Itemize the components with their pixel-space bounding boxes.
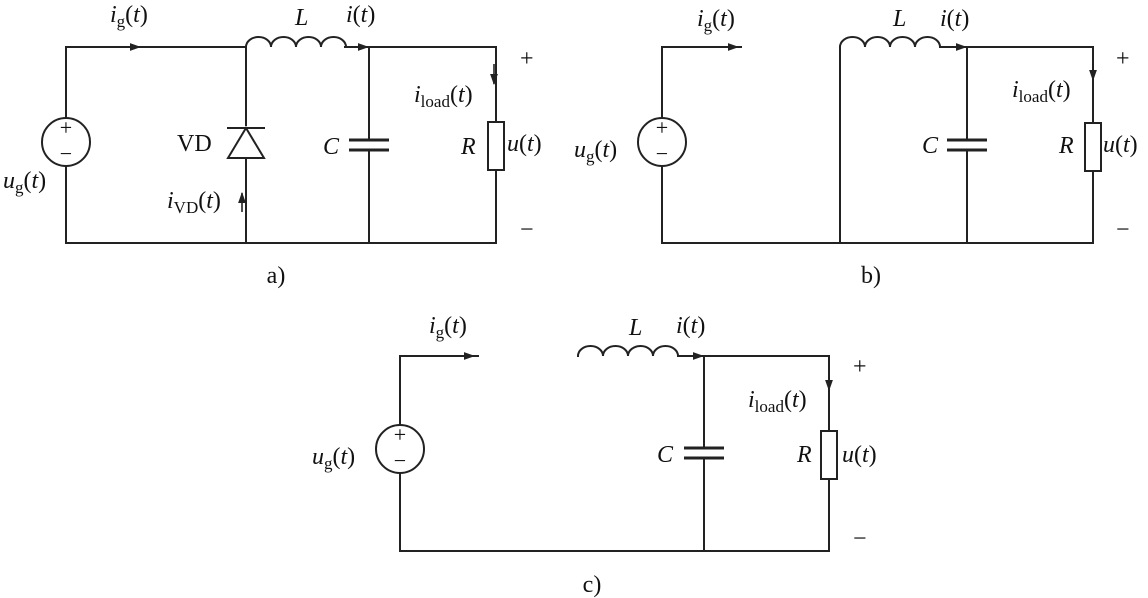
label-vd-a: VD [177,131,212,157]
source-minus-c: − [394,448,406,473]
circuit-b-wires [661,46,1094,244]
inductor-a [244,36,348,49]
label-iload-c: iload(t) [748,387,807,416]
label-iload-a: iload(t) [414,82,473,111]
terminal-minus-c: − [853,526,867,552]
label-iload-b: iload(t) [1012,77,1071,106]
inductor-c [576,345,680,358]
circuit-a: + − ig(t) L i(t) ug(t) VD iVD(t) C ilo [3,2,542,289]
terminal-plus-a: + [520,46,534,72]
capacitor-a [349,138,389,152]
label-ig-c: ig(t) [429,313,467,342]
terminal-minus-b: − [1116,217,1130,243]
source-plus-a: + [60,115,72,140]
voltage-source-a: + − [41,115,91,167]
label-u-c: u(t) [842,442,877,468]
capacitor-c [684,446,724,460]
label-ug-a: ug(t) [3,168,46,197]
label-ig-a: ig(t) [110,2,148,31]
circuit-c: + − ig(t) L i(t) ug(t) C iload(t) R u(t)… [312,313,877,598]
label-i-c: i(t) [676,313,705,339]
label-ug-b: ug(t) [574,137,617,166]
circuit-c-wires [399,355,830,552]
resistor-a [487,121,505,171]
source-plus-c: + [394,422,406,447]
label-L-c: L [628,315,642,341]
terminal-plus-c: + [853,354,867,380]
resistor-b [1084,122,1102,172]
label-i-a: i(t) [346,2,375,28]
source-minus-a: − [60,141,72,166]
label-u-a: u(t) [507,131,542,157]
label-ug-c: ug(t) [312,444,355,473]
voltage-source-c: + − [375,422,425,474]
caption-a: a) [267,263,286,289]
resistor-c [820,430,838,480]
label-R-b: R [1058,133,1074,159]
label-R-a: R [460,134,476,160]
terminal-plus-b: + [1116,46,1130,72]
label-L-b: L [892,6,906,32]
terminal-minus-a: − [520,217,534,243]
label-u-b: u(t) [1103,132,1138,158]
circuit-a-wires [65,46,497,244]
label-R-c: R [796,442,812,468]
source-plus-b: + [656,115,668,140]
label-ivd-a: iVD(t) [167,188,221,217]
diode-vd-a [226,126,266,159]
circuit-b: + − ig(t) L i(t) ug(t) C iload(t) R u(t)… [574,6,1138,289]
label-C-a: C [323,134,340,160]
label-C-c: C [657,442,674,468]
capacitor-b [947,138,987,152]
label-L-a: L [294,5,308,31]
caption-b: b) [861,263,881,289]
inductor-b [838,36,942,49]
voltage-source-b: + − [637,115,687,167]
source-minus-b: − [656,141,668,166]
label-ig-b: ig(t) [697,6,735,35]
caption-c: c) [583,572,602,598]
label-C-b: C [922,133,939,159]
label-i-b: i(t) [940,6,969,32]
